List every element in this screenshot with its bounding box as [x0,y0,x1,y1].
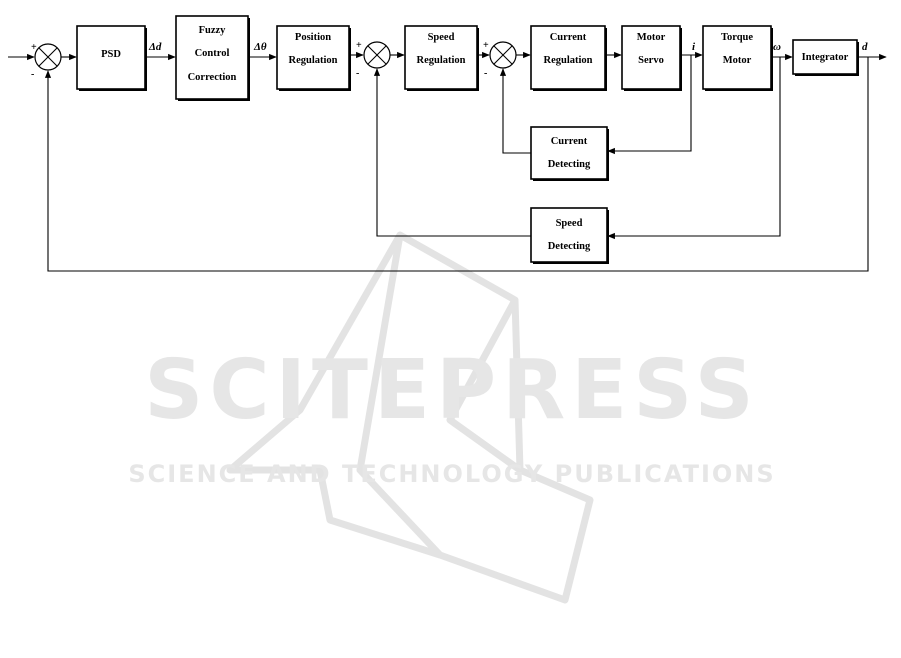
sign-plus-sum2: + [356,40,362,51]
block-position-regulation: Position Regulation [277,26,351,91]
block-speed-reg-label-1: Speed [428,32,455,43]
block-current-detecting: Current Detecting [531,127,609,181]
sign-plus-sum3: + [483,40,489,51]
summing-junction-2 [364,42,390,68]
block-current-det-label-2: Detecting [548,159,591,170]
signal-d: d [862,41,868,53]
signal-i: i [692,41,696,53]
block-motor-servo-label-2: Servo [638,55,664,66]
block-speed-reg-label-2: Regulation [416,55,465,66]
signal-delta-theta: Δθ [253,41,267,53]
block-fuzzy-label-1: Fuzzy [199,25,227,36]
block-integrator-label: Integrator [802,52,849,63]
block-current-reg-label-2: Regulation [543,55,592,66]
block-torque-motor: Torque Motor [703,26,773,91]
sign-minus-sum3: - [484,68,487,79]
svg-text:PSD: PSD [101,49,121,60]
sign-plus-sum1: + [31,42,37,53]
block-motor-servo: Motor Servo [622,26,682,91]
block-current-regulation: Current Regulation [531,26,607,91]
block-current-reg-label-1: Current [550,32,587,43]
signal-delta-d: Δd [148,41,162,53]
block-motor-servo-label-1: Motor [637,32,666,43]
signal-omega: ω [773,41,781,53]
sign-minus-sum2: - [356,68,359,79]
sign-minus-sum1: - [31,69,34,80]
block-current-det-label-1: Current [551,136,588,147]
block-psd-label: PSD [101,49,121,60]
block-speed-detecting: Speed Detecting [531,208,609,264]
block-position-label-2: Regulation [288,55,337,66]
summing-junction-1 [35,44,61,70]
block-speed-det-label-1: Speed [556,218,583,229]
block-torque-motor-label-2: Motor [723,55,752,66]
block-position-label-1: Position [295,32,331,43]
block-torque-motor-label-1: Torque [721,32,753,43]
block-fuzzy-control: Fuzzy Control Correction [176,16,250,101]
block-fuzzy-label-3: Correction [188,72,237,83]
block-speed-det-label-2: Detecting [548,241,591,252]
summing-junction-3 [490,42,516,68]
block-fuzzy-label-2: Control [195,48,230,59]
block-speed-regulation: Speed Regulation [405,26,479,91]
block-integrator: Integrator [793,40,859,76]
block-psd: PSD [77,26,147,91]
